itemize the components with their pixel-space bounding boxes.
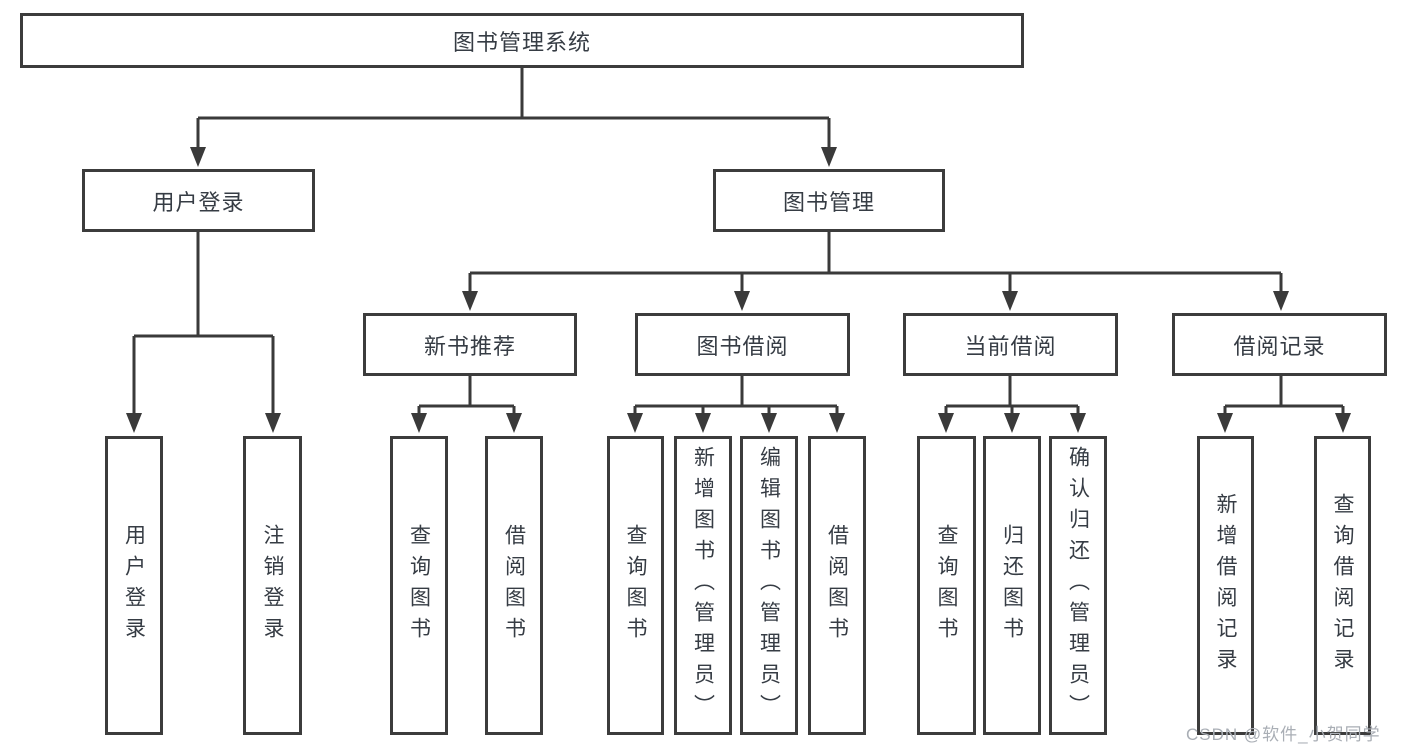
leaf-query-book-recommend: 查询图书 bbox=[390, 436, 448, 735]
node-user-login: 用户登录 bbox=[82, 169, 315, 232]
leaf-label: 新增借阅记录 bbox=[1214, 492, 1237, 679]
leaf-return-book: 归还图书 bbox=[983, 436, 1041, 735]
leaf-confirm-return-admin: 确认归还（管理员） bbox=[1049, 436, 1107, 735]
leaf-add-book-admin: 新增图书（管理员） bbox=[674, 436, 732, 735]
leaf-borrow-book-recommend: 借阅图书 bbox=[485, 436, 543, 735]
node-label: 借阅记录 bbox=[1233, 333, 1326, 359]
node-new-book-recommend: 新书推荐 bbox=[363, 313, 577, 376]
node-library-system-root: 图书管理系统 bbox=[20, 13, 1024, 68]
leaf-label: 查询图书 bbox=[407, 523, 431, 648]
leaf-query-book-borrow: 查询图书 bbox=[607, 436, 664, 735]
node-book-borrowing: 图书借阅 bbox=[635, 313, 850, 376]
leaf-user-login: 用户登录 bbox=[105, 436, 163, 735]
leaf-label: 编辑图书（管理员） bbox=[757, 446, 781, 725]
leaf-label: 借阅图书 bbox=[502, 523, 526, 648]
node-borrow-records: 借阅记录 bbox=[1172, 313, 1387, 376]
node-label: 用户登录 bbox=[152, 189, 245, 215]
node-label: 图书管理 bbox=[782, 189, 875, 215]
leaf-label: 查询图书 bbox=[624, 523, 647, 648]
leaf-borrow-book: 借阅图书 bbox=[808, 436, 866, 735]
leaf-label: 注销登录 bbox=[261, 523, 284, 648]
csdn-watermark: CSDN @软件_小贺同学 bbox=[1186, 725, 1381, 744]
node-label: 图书借阅 bbox=[696, 333, 789, 359]
leaf-query-book-current: 查询图书 bbox=[917, 436, 976, 735]
leaf-label: 用户登录 bbox=[122, 523, 146, 648]
leaf-label: 归还图书 bbox=[1000, 523, 1024, 648]
leaf-label: 借阅图书 bbox=[825, 523, 849, 648]
node-current-borrowing: 当前借阅 bbox=[903, 313, 1118, 376]
leaf-label: 确认归还（管理员） bbox=[1066, 446, 1090, 725]
node-book-management: 图书管理 bbox=[713, 169, 945, 232]
leaf-logout: 注销登录 bbox=[243, 436, 302, 735]
node-label: 图书管理系统 bbox=[452, 29, 591, 55]
leaf-edit-book-admin: 编辑图书（管理员） bbox=[740, 436, 798, 735]
node-label: 当前借阅 bbox=[964, 333, 1057, 359]
leaf-label: 查询借阅记录 bbox=[1331, 492, 1354, 679]
leaf-add-borrow-record: 新增借阅记录 bbox=[1197, 436, 1254, 735]
leaf-query-borrow-record: 查询借阅记录 bbox=[1314, 436, 1371, 735]
arrowheads bbox=[126, 147, 1351, 433]
leaf-label: 查询图书 bbox=[935, 523, 958, 648]
leaf-label: 新增图书（管理员） bbox=[691, 446, 715, 725]
node-label: 新书推荐 bbox=[423, 333, 516, 359]
